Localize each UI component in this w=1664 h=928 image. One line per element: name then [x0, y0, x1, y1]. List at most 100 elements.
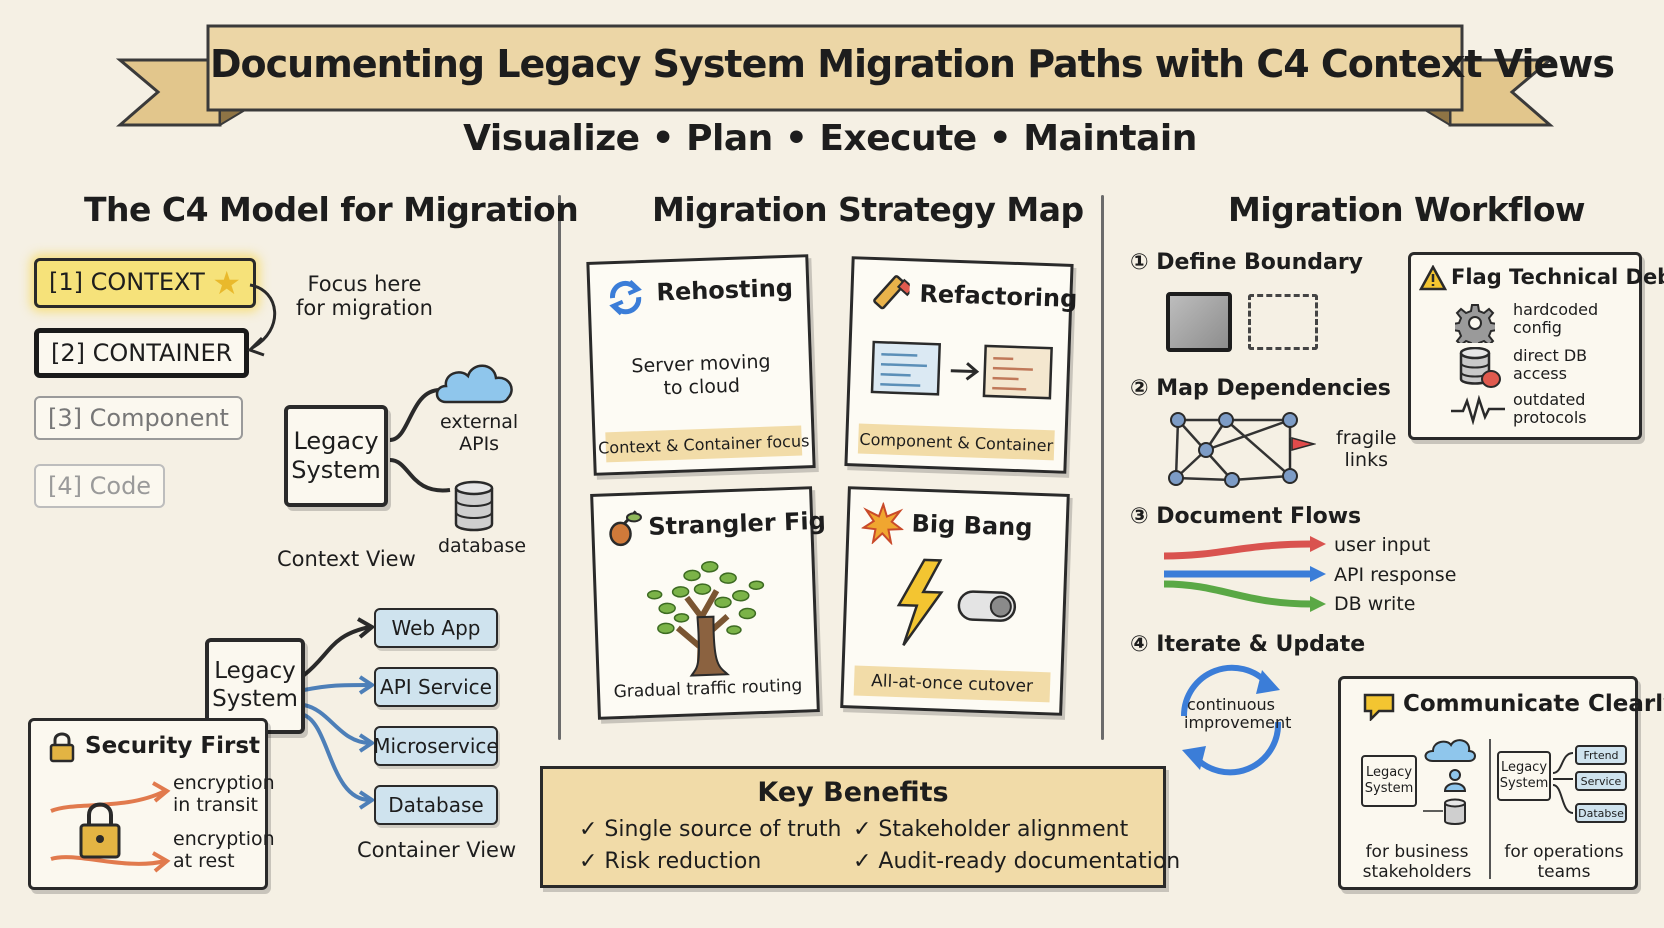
star-icon: ★: [212, 264, 242, 302]
workflow-heading: Migration Workflow: [1228, 190, 1586, 229]
encryption-lock-icon: [50, 781, 171, 873]
caption-operations-teams: for operations teams: [1504, 842, 1624, 882]
flow-db-write: DB write: [1334, 593, 1416, 615]
benefit-item: ✓ Stakeholder alignment: [853, 817, 1129, 842]
page-title: Documenting Legacy System Migration Path…: [210, 42, 1615, 86]
step-document-flows: ③ Document Flows: [1130, 504, 1362, 529]
c4-level-label: [4] Code: [48, 472, 152, 500]
comm-legacy-system-ops: Legacy System: [1497, 751, 1551, 801]
debt-outdated-protocols: outdated protocols: [1513, 390, 1587, 428]
c4-level-label: [3] Component: [48, 404, 229, 432]
step-define-boundary: ① Define Boundary: [1130, 250, 1364, 275]
pencil-icon: [873, 275, 911, 310]
container-view-caption: Container View: [357, 838, 517, 862]
code-refactor-icon: [870, 340, 1053, 400]
flow-user-input: user input: [1334, 534, 1431, 556]
context-view-connectors: [389, 388, 451, 493]
ops-mini-container: Frtend: [1575, 745, 1627, 765]
context-view-caption: Context View: [277, 547, 416, 571]
strategy-card-strangler-fig[interactable]: Strangler Fig Gradual traffic routing: [590, 486, 826, 720]
strategy-card-refactoring[interactable]: Refactoring Component & Container: [844, 256, 1078, 474]
focus-note: Focus here for migration: [296, 272, 433, 321]
focus-arrow-icon: [247, 283, 277, 357]
context-legacy-system[interactable]: Legacy System: [284, 405, 388, 507]
data-flow-arrows: [1163, 536, 1326, 612]
rehosting-body: Server moving to cloud: [631, 350, 771, 400]
gear-icon: [1455, 304, 1495, 343]
fig-fruit-icon: [609, 510, 642, 547]
fragile-links-label: fragile links: [1336, 427, 1397, 471]
strangler-title: Strangler Fig: [647, 506, 827, 541]
bigbang-footer: All-at-once cutover: [853, 665, 1051, 703]
title-banner-ribbon: [115, 24, 1555, 127]
key-benefits-title: Key Benefits: [757, 777, 949, 808]
security-title: Security First: [85, 733, 261, 759]
ops-mini-container: Databse: [1575, 803, 1627, 823]
communicate-clearly-panel: Communicate Clearly Legacy System Legacy…: [1338, 676, 1664, 890]
c4-level-container[interactable]: [2] CONTAINER: [34, 328, 250, 378]
lightning-switch-icon: [896, 558, 1017, 646]
continuous-improvement-label: continuous improvement: [1184, 695, 1292, 733]
dependency-graph-icon: [1168, 412, 1316, 488]
strategy-map-heading: Migration Strategy Map: [652, 190, 1084, 229]
ops-container-arrows: [1552, 752, 1574, 814]
warning-icon: [1419, 265, 1447, 291]
container-microservice[interactable]: Microservice: [373, 726, 499, 766]
bigbang-title: Big Bang: [911, 509, 1033, 542]
ops-mini-container: Service: [1575, 771, 1627, 791]
signal-wave-icon: [1451, 395, 1505, 425]
tree-icon: [646, 561, 765, 677]
explosion-icon: [860, 501, 905, 546]
benefit-item: ✓ Audit-ready documentation: [853, 849, 1181, 874]
rehosting-title: Rehosting: [655, 273, 794, 307]
security-first-panel: Security First encryption in transit enc…: [28, 718, 275, 890]
database-label: database: [438, 535, 527, 557]
database-warning-icon: [1459, 347, 1501, 388]
communicate-divider: [1489, 739, 1491, 879]
benefit-item: ✓ Single source of truth: [579, 817, 842, 842]
step-iterate-update: ④ Iterate & Update: [1130, 632, 1366, 657]
cloud-icon: [435, 364, 513, 404]
refactoring-title: Refactoring: [918, 279, 1078, 314]
boundary-dashed-box: [1248, 294, 1318, 350]
step-map-dependencies: ② Map Dependencies: [1130, 376, 1391, 401]
c4-level-label: [1] CONTEXT: [49, 268, 205, 296]
page-subtitle: Visualize • Plan • Execute • Maintain: [463, 118, 1197, 159]
key-benefits-panel: Key Benefits ✓ Single source of truth ✓ …: [540, 766, 1180, 888]
c4-level-code[interactable]: [4] Code: [34, 464, 166, 508]
c4-level-component[interactable]: [3] Component: [34, 396, 243, 440]
container-database[interactable]: Database: [374, 785, 498, 825]
strategy-card-rehosting[interactable]: Rehosting Server moving to cloud Context…: [586, 254, 816, 476]
strategy-card-big-bang[interactable]: Big Bang All-at-once cutover: [840, 486, 1070, 716]
c4-level-label: [2] CONTAINER: [51, 339, 233, 367]
c4-level-context[interactable]: [1] CONTEXT ★: [34, 258, 257, 308]
database-icon: [454, 480, 494, 532]
technical-debt-title: Flag Technical Debt: [1451, 265, 1664, 289]
column-divider-left: [558, 195, 561, 740]
container-web-app[interactable]: Web App: [374, 608, 498, 648]
technical-debt-panel: Flag Technical Debt hardcoded config dir…: [1408, 252, 1664, 440]
debt-hardcoded-config: hardcoded config: [1513, 300, 1599, 338]
column-divider-right: [1101, 195, 1104, 740]
comm-legacy-system-business: Legacy System: [1361, 755, 1417, 807]
external-apis-label: external APIs: [440, 411, 519, 455]
caption-business-stakeholders: for business stakeholders: [1362, 842, 1472, 882]
refactoring-footer: Component & Container: [857, 423, 1055, 461]
encryption-at-rest: encryption at rest: [173, 828, 275, 872]
container-api-service[interactable]: API Service: [374, 667, 498, 707]
stakeholder-icons: [1423, 739, 1476, 825]
padlock-icon: [49, 731, 75, 770]
refresh-icon: [609, 279, 642, 316]
debt-direct-db-access: direct DB access: [1513, 346, 1588, 384]
cycle-arrows-icon: [1180, 664, 1282, 776]
c4-model-heading: The C4 Model for Migration: [84, 190, 579, 229]
flow-api-response: API response: [1334, 564, 1457, 586]
speech-bubble-icon: [1363, 693, 1395, 721]
benefit-item: ✓ Risk reduction: [579, 849, 762, 874]
boundary-solid-box: [1166, 292, 1232, 352]
encryption-in-transit: encryption in transit: [173, 772, 275, 816]
container-view-arrows: [302, 617, 376, 810]
strangler-footer: Gradual traffic routing: [613, 675, 803, 703]
rehosting-footer: Context & Container focus: [598, 425, 810, 463]
communicate-title: Communicate Clearly: [1403, 691, 1664, 717]
